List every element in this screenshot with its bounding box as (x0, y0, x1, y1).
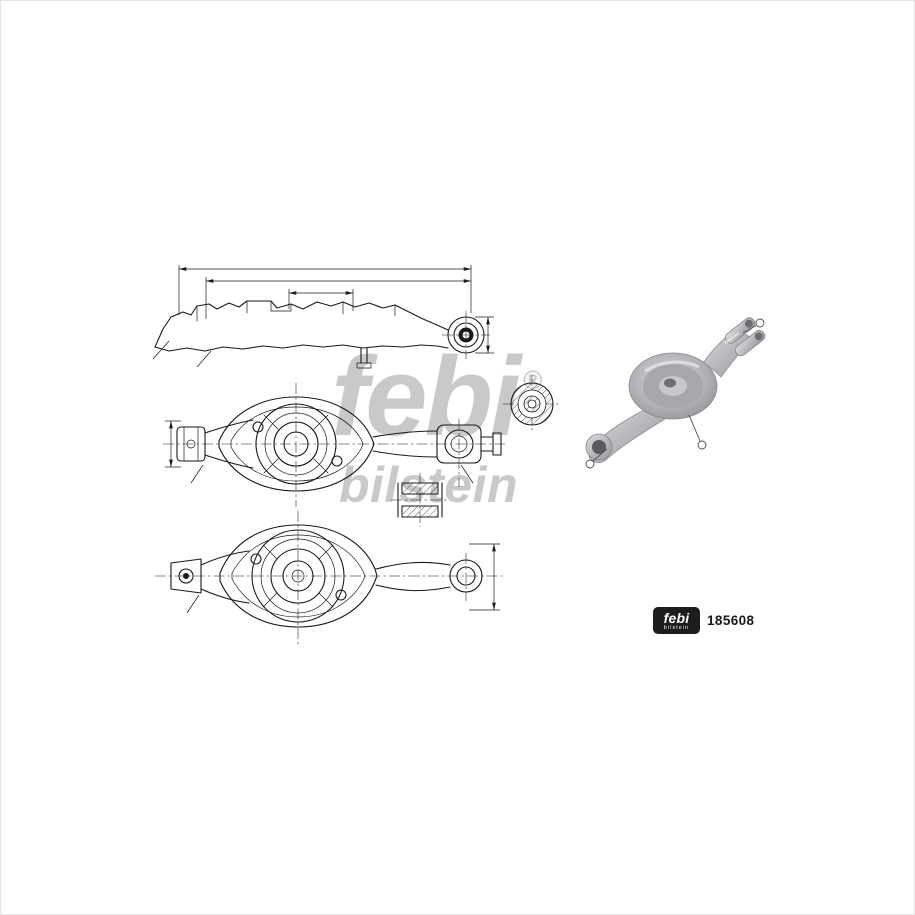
part-photo (585, 317, 766, 469)
febi-logo-text: febi (663, 609, 690, 626)
drawing-plan-view-bottom (155, 511, 503, 647)
dimension-lines (165, 420, 474, 484)
drawing-bushing-detail-radial (503, 375, 561, 433)
left-clevis (176, 426, 206, 462)
watermark-brand-text: febi (331, 334, 521, 459)
left-clevis (170, 558, 202, 594)
arm-body (204, 396, 438, 492)
photo-callouts (585, 318, 765, 469)
part-label: febi bilstein 185608 (653, 607, 754, 634)
control-arm-render (585, 317, 766, 463)
drawing-side-view (152, 265, 494, 369)
drawing-bushing-detail-axial (391, 473, 449, 527)
dimension-lines (186, 543, 500, 614)
febi-logo-subtext: bilstein (663, 624, 690, 631)
right-bushing-housing (436, 424, 502, 464)
right-bushing-eye (449, 559, 483, 593)
febi-logo-badge: febi bilstein (653, 607, 700, 634)
arm-body (200, 524, 451, 628)
dimension-lines (152, 265, 494, 368)
bushing-side (442, 311, 490, 359)
part-outline-side (154, 300, 449, 369)
drawing-plan-view-top (163, 383, 505, 507)
part-number: 185608 (707, 613, 755, 628)
